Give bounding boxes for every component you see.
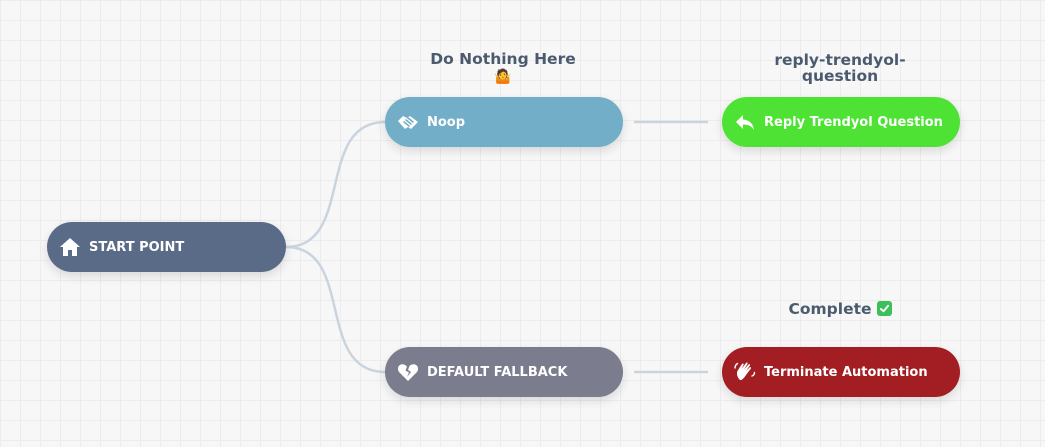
- broken-heart-icon: [393, 357, 423, 387]
- home-icon: [55, 232, 85, 262]
- node-terminate-automation[interactable]: Terminate Automation: [722, 347, 960, 397]
- reply-caption: reply-trendyol- question: [740, 52, 940, 84]
- node-noop-label: Noop: [427, 114, 466, 130]
- terminate-caption-text: Complete: [788, 300, 872, 318]
- connector-start-to-noop: [285, 120, 386, 249]
- noop-caption: Do Nothing Here 🤷: [403, 51, 603, 87]
- node-start-point-label: START POINT: [89, 239, 185, 255]
- terminate-caption: Complete: [740, 301, 940, 317]
- handshake-icon: [393, 107, 423, 137]
- waving-hand-icon: [730, 357, 760, 387]
- reply-arrow-icon: [730, 107, 760, 137]
- reply-caption-line1: reply-trendyol-: [774, 51, 906, 69]
- connector-start-to-fallback: [285, 245, 386, 374]
- node-reply-trendyol-question-label: Reply Trendyol Question: [764, 114, 943, 130]
- check-mark-icon: [876, 301, 892, 316]
- node-terminate-automation-label: Terminate Automation: [764, 364, 928, 380]
- noop-caption-text: Do Nothing Here: [430, 50, 576, 68]
- reply-caption-line2: question: [801, 67, 879, 85]
- shrug-emoji: 🤷: [494, 69, 512, 85]
- node-noop[interactable]: Noop: [385, 97, 623, 147]
- node-reply-trendyol-question[interactable]: Reply Trendyol Question: [722, 97, 960, 147]
- node-start-point[interactable]: START POINT: [47, 222, 286, 272]
- node-default-fallback[interactable]: DEFAULT FALLBACK: [385, 347, 623, 397]
- node-default-fallback-label: DEFAULT FALLBACK: [427, 364, 568, 380]
